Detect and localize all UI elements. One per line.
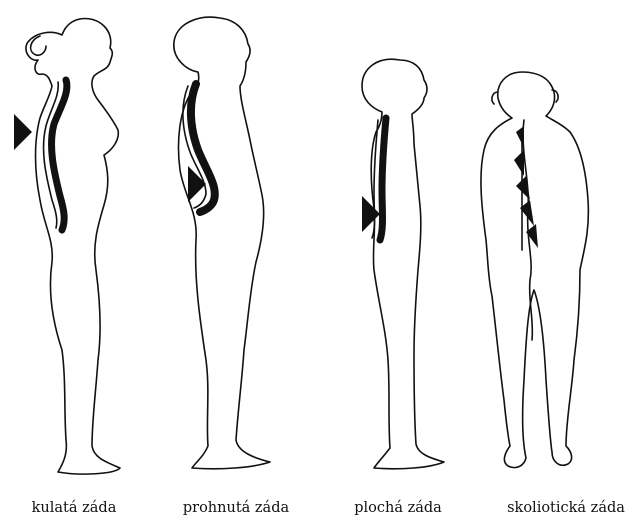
- figure-4-arrow-3-icon: [516, 176, 530, 200]
- figure-prohnuta-zada: [174, 17, 270, 469]
- figure-2-outline: [174, 17, 270, 469]
- figure-1-outline: [26, 19, 120, 475]
- figure-skolioticka-zada: [481, 72, 588, 468]
- caption-kulata-zada: kulatá záda: [32, 500, 117, 516]
- figure-2-arrow-icon: [188, 166, 206, 202]
- figure-3-spine: [380, 118, 386, 240]
- figure-plocha-zada: [362, 59, 444, 469]
- figure-4-outline: [481, 72, 588, 468]
- figure-kulata-zada: [14, 19, 120, 475]
- figure-1-arrow-icon: [14, 114, 32, 150]
- caption-prohnuta-zada: prohnutá záda: [183, 500, 289, 516]
- figure-3-outline: [362, 59, 444, 469]
- caption-skolioticka-zada: skoliotická záda: [507, 500, 625, 516]
- caption-plocha-zada: plochá záda: [354, 500, 442, 516]
- figure-3-arrow-icon: [362, 196, 380, 232]
- figure-1-hair-bun: [31, 36, 46, 55]
